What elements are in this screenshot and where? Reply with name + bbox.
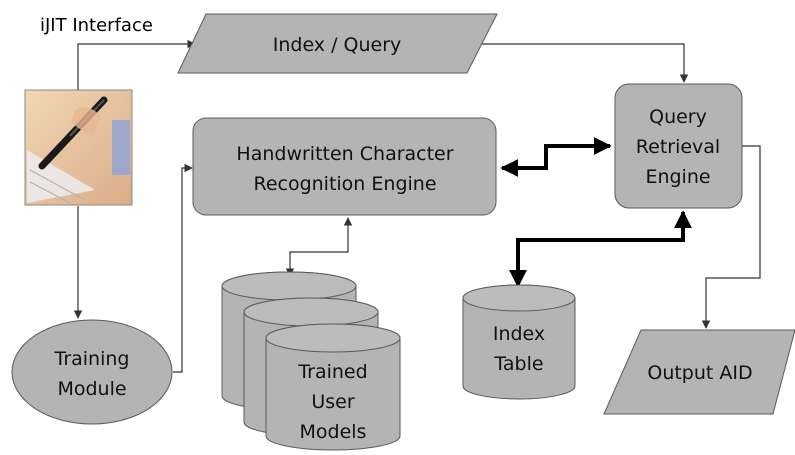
output-aid-node: Output AID bbox=[603, 329, 795, 415]
output-aid-label: Output AID bbox=[647, 362, 752, 384]
connector-hcr-to-query-engine bbox=[500, 137, 612, 177]
training-module-label-line-2: Module bbox=[57, 378, 126, 400]
model-cylinder-front bbox=[265, 323, 401, 451]
index-table-label-line-2: Table bbox=[493, 353, 543, 375]
query-engine-label-line-2: Retrieval bbox=[636, 136, 720, 158]
pen-tablet-icon bbox=[24, 89, 133, 206]
query-engine-label-line-3: Engine bbox=[645, 166, 710, 188]
trained-models-label-line-1: Trained bbox=[297, 361, 367, 383]
hcr-engine-label-line-1: Handwritten Character bbox=[236, 143, 453, 165]
query-engine-label-line-1: Query bbox=[649, 106, 707, 128]
hcr-engine-node: Handwritten Character Recognition Engine bbox=[192, 117, 497, 216]
connector-interface-to-index-query bbox=[77, 39, 196, 90]
trained-user-models-node: Trained User Models bbox=[221, 271, 401, 451]
connector-training-to-hcr-engine bbox=[173, 163, 193, 373]
training-module-node: Training Module bbox=[11, 319, 173, 425]
hcr-engine-label-line-2: Recognition Engine bbox=[253, 173, 436, 195]
index-query-label: Index / Query bbox=[273, 34, 402, 56]
index-table-node: Index Table bbox=[462, 284, 576, 400]
query-retrieval-engine-node: Query Retrieval Engine bbox=[614, 83, 743, 209]
connector-query-engine-to-output bbox=[701, 145, 761, 329]
connector-hcr-to-trained-models bbox=[285, 217, 353, 277]
index-table-label-line-1: Index bbox=[493, 323, 545, 345]
training-module-label-line-1: Training bbox=[54, 348, 130, 370]
interface-label: iJIT Interface bbox=[40, 15, 153, 36]
connector-query-engine-to-index-table bbox=[509, 210, 692, 288]
trained-models-label-line-3: Models bbox=[300, 421, 367, 443]
connector-index-query-to-query-engine bbox=[468, 43, 689, 83]
trained-models-label-line-2: User bbox=[311, 391, 354, 413]
index-query-node: Index / Query bbox=[177, 13, 498, 74]
